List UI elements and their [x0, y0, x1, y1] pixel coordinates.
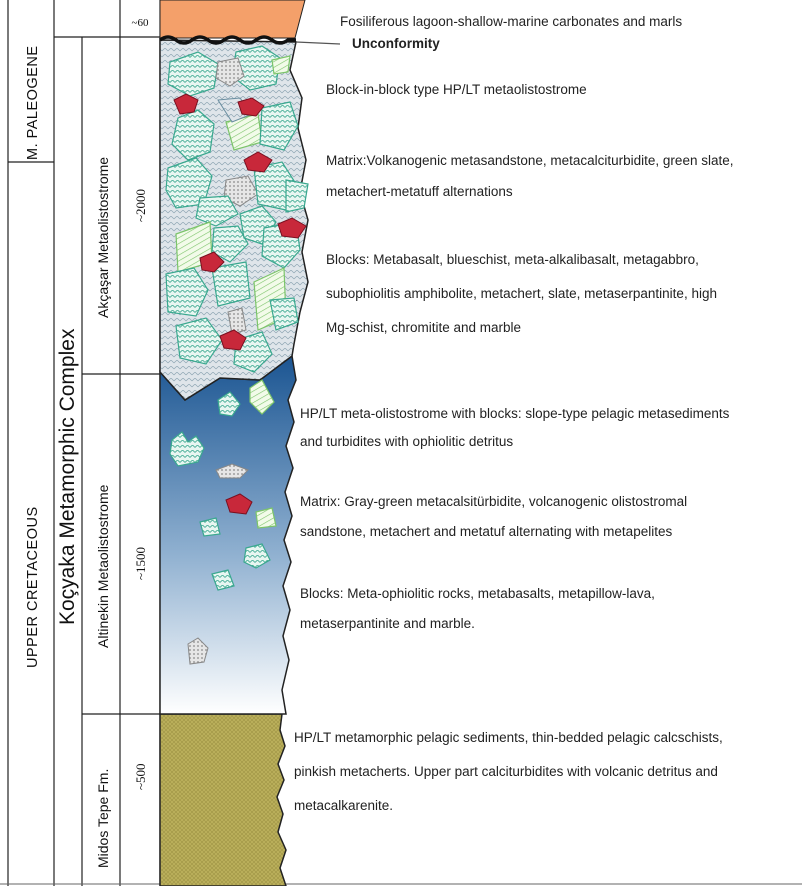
- desc-midos-2: metacalkarenite.: [294, 798, 393, 813]
- desc-akcasar-5: Mg-schist, chromitite and marble: [326, 320, 521, 335]
- midos-unit-fill: [160, 714, 286, 886]
- desc-altinekin-1: and turbidites with ophiolitic detritus: [300, 434, 513, 449]
- thickness-midos: ~500: [133, 763, 148, 790]
- complex-label: Koçyaka Metamorphic Complex: [56, 328, 79, 625]
- desc-akcasar-0: Block-in-block type HP/LT metaolistostro…: [326, 82, 587, 97]
- thickness-akcasar: ~2000: [133, 189, 148, 222]
- thickness-top: ~60: [132, 17, 149, 29]
- desc-top: Fosiliferous lagoon-shallow-marine carbo…: [340, 14, 682, 29]
- desc-unconformity: Unconformity: [352, 36, 440, 51]
- thickness-altinekin: ~1500: [133, 547, 148, 580]
- unit-label-akcasar: Akçaşar Metaolistostrome: [95, 157, 111, 318]
- unit-label-midos: Midos Tepe Fm.: [95, 769, 111, 868]
- thickness-column: [120, 0, 160, 886]
- desc-altinekin-4: Blocks: Meta-ophiolitic rocks, metabasal…: [300, 586, 655, 601]
- unit-label-altinekin: Altinekin Metaolistostrome: [95, 484, 111, 648]
- desc-akcasar-3: Blocks: Metabasalt, blueschist, meta-alk…: [326, 252, 699, 267]
- top-carbonate-unit: [160, 0, 305, 38]
- desc-midos-0: HP/LT metamorphic pelagic sediments, thi…: [294, 730, 723, 745]
- era-label-paleogene: M. PALEOGENE: [25, 45, 41, 160]
- desc-altinekin-3: sandstone, metachert and metatuf alterna…: [300, 524, 672, 539]
- era-label-cretaceous: UPPER CRETACEOUS: [25, 506, 41, 668]
- desc-akcasar-2: metachert-metatuff alternations: [326, 184, 513, 199]
- desc-akcasar-4: subophiolitis amphibolite, metachert, sl…: [326, 286, 717, 301]
- desc-altinekin-5: metaserpantinite and marble.: [300, 616, 475, 631]
- unconformity-leader: [296, 42, 340, 44]
- desc-altinekin-2: Matrix: Gray-green metacalsitürbidite, v…: [300, 494, 687, 509]
- desc-midos-1: pinkish metacherts. Upper part calciturb…: [294, 764, 718, 779]
- desc-altinekin-0: HP/LT meta-olistostrome with blocks: slo…: [300, 406, 730, 421]
- desc-akcasar-1: Matrix:Volkanogenic metasandstone, metac…: [326, 153, 733, 168]
